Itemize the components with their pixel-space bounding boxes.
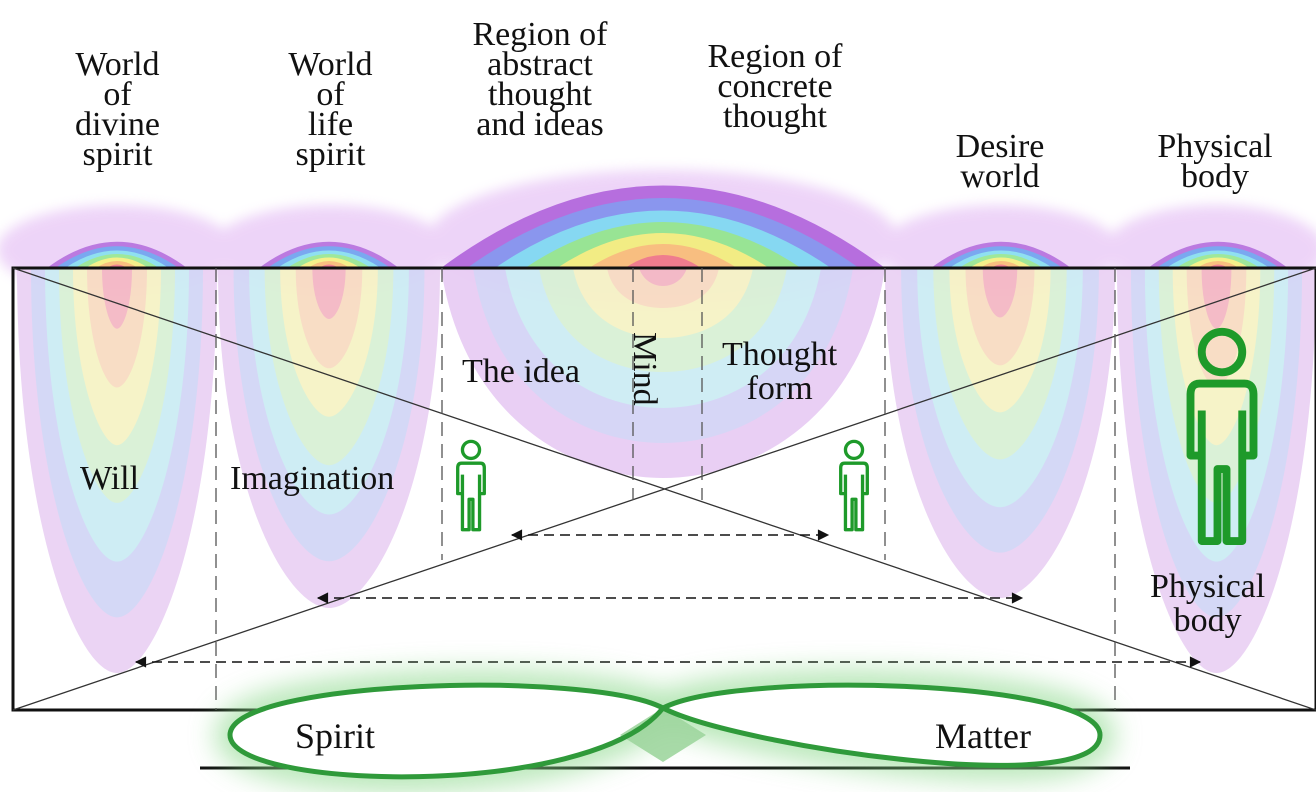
- header-line: spirit: [295, 136, 366, 173]
- label-line: Physical: [1150, 568, 1266, 605]
- label-matter: Matter: [935, 716, 1031, 756]
- header-line: body: [1181, 158, 1249, 195]
- label-spirit: Spirit: [295, 716, 376, 756]
- label-imagination: Imagination: [230, 460, 395, 497]
- header-concrete-thought: Region of concrete thought: [680, 38, 870, 135]
- header-line: thought: [488, 76, 592, 113]
- header-line: life: [307, 106, 354, 143]
- header-line: of: [316, 76, 345, 113]
- header-line: Physical: [1157, 128, 1273, 165]
- column-dividers: [215, 268, 1116, 710]
- auras: [17, 268, 1316, 673]
- label-thought-form: Thought form: [722, 338, 837, 406]
- header-line: thought: [723, 98, 827, 135]
- diagonals: [12, 267, 1316, 711]
- person-icon-small-left: [455, 439, 487, 532]
- header-life-spirit: World of life spirit: [268, 46, 393, 173]
- header-line: spirit: [82, 136, 153, 173]
- label-line: body: [1173, 602, 1242, 639]
- header-line: Region of: [707, 38, 843, 75]
- dome-mental: [441, 185, 885, 268]
- header-line: World: [75, 46, 160, 83]
- infinity-loop: [215, 671, 1115, 791]
- aura-mental: [441, 268, 885, 478]
- label-mind: Mind: [626, 332, 663, 406]
- header-line: divine: [75, 106, 160, 143]
- label-the-idea: The idea: [462, 353, 580, 390]
- header-line: abstract: [487, 46, 593, 83]
- header-line: Desire: [955, 128, 1045, 165]
- header-line: Region of: [472, 16, 608, 53]
- aura-desire-world: [885, 268, 1115, 598]
- label-will: Will: [80, 460, 140, 497]
- header-line: and ideas: [476, 106, 604, 143]
- header-line: World: [288, 46, 373, 83]
- domes: [47, 185, 1288, 268]
- header-line: of: [103, 76, 132, 113]
- aura-life-spirit: [218, 268, 440, 608]
- header-abstract-thought: Region of abstract thought and ideas: [445, 16, 635, 143]
- header-desire-world: Desire world: [925, 128, 1075, 195]
- header-line: world: [960, 158, 1040, 195]
- header-divine-spirit: World of divine spirit: [55, 46, 180, 173]
- label-physical-body: Physical body: [1150, 570, 1265, 638]
- label-line: Thought: [722, 336, 838, 373]
- correspondence-arrows: [134, 529, 1202, 668]
- person-icon-small-right: [838, 439, 870, 532]
- label-line: form: [746, 370, 813, 407]
- header-line: concrete: [717, 68, 833, 105]
- header-physical-body: Physical body: [1140, 128, 1290, 195]
